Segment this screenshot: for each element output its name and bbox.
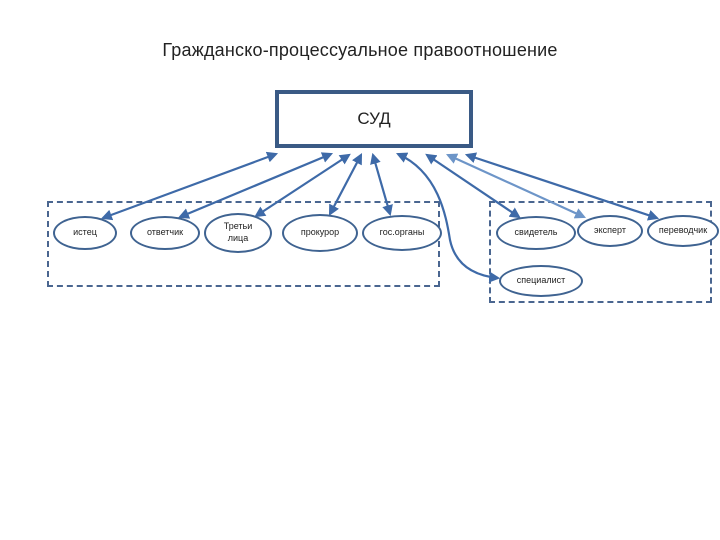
- arrow-court-plaintiff: [100, 151, 279, 221]
- arrow-court-defendant: [177, 152, 334, 219]
- participant-prosecutor: прокурор: [282, 214, 358, 252]
- participant-specialist: специалист: [499, 265, 583, 297]
- participant-third-parties: Третьи лица: [204, 213, 272, 253]
- participant-label: гос.органы: [379, 227, 425, 238]
- participant-label: Третьи лица: [223, 221, 253, 243]
- participant-expert: эксперт: [577, 215, 643, 247]
- participant-label: эксперт: [594, 225, 626, 236]
- participant-defendant: ответчик: [130, 216, 200, 250]
- participant-label: истец: [73, 227, 97, 238]
- participant-label: ответчик: [146, 227, 184, 238]
- arrow-court-prosecutor: [328, 153, 363, 216]
- arrow-court-translator: [464, 152, 660, 221]
- participant-label: специалист: [516, 275, 566, 286]
- participant-witness: свидетель: [496, 216, 576, 250]
- participant-label: переводчик: [658, 225, 708, 236]
- participant-label: свидетель: [514, 227, 558, 238]
- arrow-court-state-bodies: [370, 152, 393, 217]
- diagram-title: Гражданско-процессуальное правоотношение: [162, 40, 558, 60]
- arrow-court-specialist: [395, 152, 501, 283]
- participant-translator: переводчик: [647, 215, 719, 247]
- arrow-court-witness: [425, 153, 521, 219]
- participant-state-bodies: гос.органы: [362, 215, 442, 251]
- participant-plaintiff: истец: [53, 216, 117, 250]
- court-box: СУД: [275, 90, 473, 148]
- court-label: СУД: [357, 109, 391, 128]
- participant-label: прокурор: [300, 227, 340, 238]
- arrow-court-third-parties: [254, 153, 351, 218]
